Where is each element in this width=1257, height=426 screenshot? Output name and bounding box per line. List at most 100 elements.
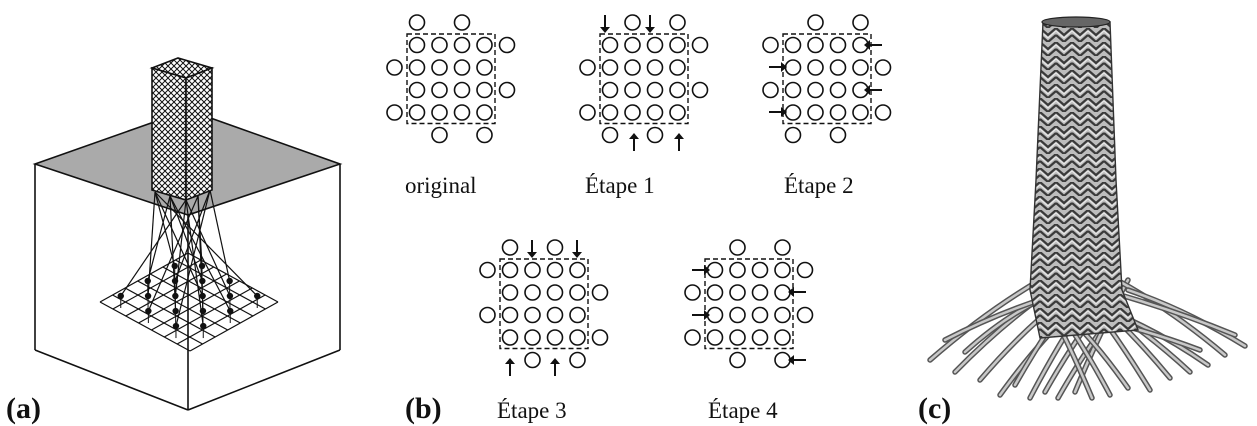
arrow-head: [864, 40, 870, 50]
arrow-head: [629, 133, 639, 139]
bobbin: [227, 307, 234, 315]
yarn-carrier: [646, 81, 664, 99]
bobbin: [254, 292, 261, 300]
move-arrow: [572, 240, 582, 258]
grid-etape-2: [762, 14, 892, 144]
yarn-carrier: [569, 351, 586, 369]
yarn-carrier: [684, 284, 701, 301]
yarn-carrier: [408, 59, 426, 76]
yarn-carrier: [706, 284, 724, 301]
move-arrow: [692, 265, 710, 275]
mandrel: [149, 57, 215, 202]
yarn-carrier: [729, 329, 746, 346]
yarn-line: [185, 199, 204, 327]
yarn-carrier: [476, 126, 493, 144]
yarn-carrier: [807, 104, 824, 121]
bed-grid-line: [176, 294, 266, 345]
yarn-carrier: [591, 284, 609, 301]
panel-c-label: (c): [918, 392, 951, 425]
yarn-carrier: [524, 351, 541, 369]
yarn-carrier: [751, 306, 769, 324]
yarn-carrier: [601, 81, 619, 99]
yarn-carrier: [784, 104, 802, 121]
step-label-etape-2: Étape 2: [784, 173, 854, 198]
step-label-etape-1: Étape 1: [585, 173, 655, 198]
yarn-carrier: [569, 261, 586, 279]
bobbin: [144, 277, 151, 285]
yarn-carrier: [546, 284, 564, 301]
yarn-carrier: [852, 104, 869, 121]
yarn-carrier: [646, 36, 664, 54]
yarn-carrier: [476, 81, 493, 99]
yarn-carrier: [476, 104, 493, 121]
yarn-carrier: [453, 36, 471, 54]
arrow-head: [645, 27, 655, 33]
yarn-carrier: [431, 59, 448, 76]
arrow-head: [864, 85, 870, 95]
arrow-head: [781, 107, 787, 117]
yarn-carrier: [479, 306, 496, 324]
bobbin: [171, 277, 179, 285]
yarn-carrier: [774, 306, 791, 324]
yarn-carrier: [453, 14, 471, 31]
bed-grid-line: [189, 301, 279, 352]
step-label-etape-3: Étape 3: [497, 398, 567, 423]
panel-a-braiding-machine: (a): [6, 57, 343, 425]
bobbin: [172, 322, 180, 330]
bobbin: [145, 307, 152, 315]
yarn-carrier: [386, 104, 403, 121]
yarn-carrier: [431, 104, 448, 121]
yarn-carrier: [691, 36, 709, 54]
yarn-carrier: [453, 59, 471, 76]
yarn-line: [154, 191, 176, 267]
yarn-carrier: [601, 59, 619, 76]
carrier-track: [406, 33, 496, 125]
move-arrow: [864, 40, 882, 50]
move-arrow: [864, 85, 882, 95]
yarn-carrier: [762, 36, 779, 54]
arrow-head: [550, 358, 560, 364]
yarn-carrier: [569, 306, 586, 324]
arrow-head: [781, 62, 787, 72]
move-arrow: [674, 133, 684, 151]
yarn-carrier: [498, 81, 516, 99]
yarn-carrier: [431, 36, 448, 54]
bobbin: [171, 262, 178, 270]
yarn-carrier: [669, 81, 686, 99]
bobbin: [144, 292, 152, 300]
grid-etape-1: [579, 14, 709, 151]
bobbin: [226, 292, 234, 300]
yarn-carrier: [501, 261, 519, 279]
arrow-head: [572, 252, 582, 258]
yarn-line: [174, 189, 211, 282]
step-label-etape-4: Étape 4: [708, 398, 778, 423]
yarn-carrier: [829, 59, 847, 76]
yarn-line: [147, 195, 171, 282]
yarn-carrier: [501, 329, 519, 346]
bobbin: [199, 307, 207, 315]
bobbin: [226, 277, 233, 285]
yarn-carrier: [751, 329, 769, 346]
yarn-carrier: [646, 59, 664, 76]
yarn-carrier: [408, 36, 426, 54]
grid-etape-4: [684, 239, 814, 369]
yarn-carrier: [546, 329, 564, 346]
carrier-track: [704, 258, 794, 350]
yarn-carrier: [501, 239, 519, 256]
tube-top-rim: [1041, 16, 1111, 28]
yarn-carrier: [476, 59, 493, 76]
bed-grid: [99, 252, 279, 352]
yarn-carrier: [784, 59, 802, 76]
move-arrow: [600, 15, 610, 33]
arrow-head: [704, 310, 710, 320]
move-arrow: [692, 310, 710, 320]
yarn-carrier: [524, 329, 541, 346]
move-arrow: [629, 133, 639, 151]
yarn-carrier: [624, 36, 641, 54]
yarn-carrier: [829, 126, 847, 144]
yarn-carrier: [691, 81, 709, 99]
yarn-carrier: [591, 329, 609, 346]
bobbin: [172, 307, 179, 315]
yarn-carrier: [762, 81, 779, 99]
yarn-carrier: [669, 36, 686, 54]
